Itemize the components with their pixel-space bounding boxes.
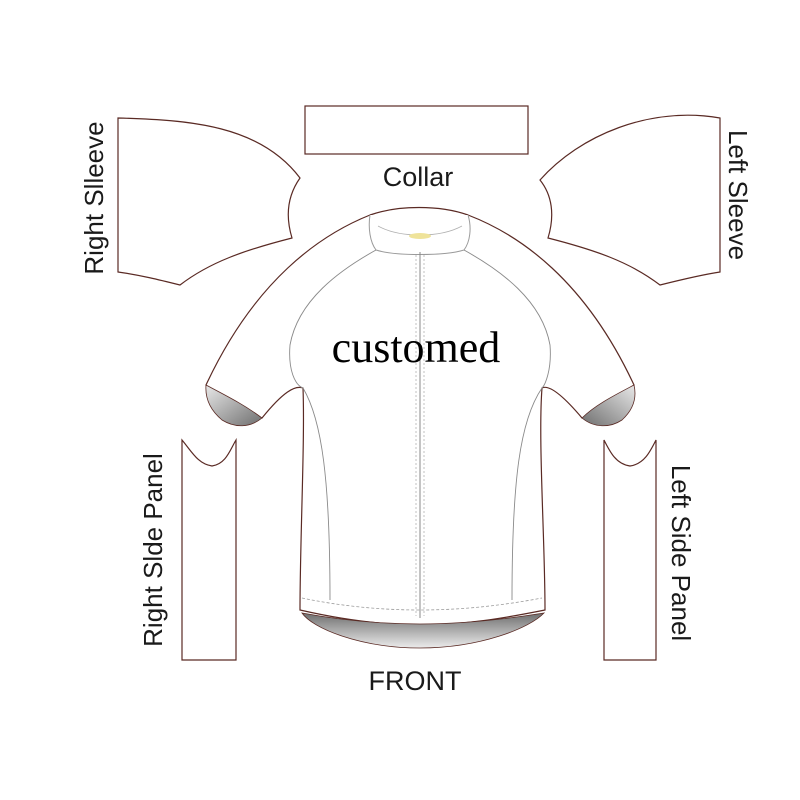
cuff-shadow-left — [205, 384, 263, 427]
cuff-shadow-right — [581, 384, 636, 427]
raglan-seam-right — [463, 249, 551, 389]
right-side-panel-piece — [181, 437, 237, 661]
raglan-seam-left — [289, 249, 377, 389]
label-right-side-panel: Right Slde Panel — [138, 453, 168, 647]
label-front: FRONT — [369, 666, 462, 696]
collar-piece — [304, 105, 529, 155]
label-left-sleeve: Left Sleeve — [723, 130, 753, 260]
custom-text: customed — [332, 323, 501, 372]
zipper-pull — [409, 233, 431, 239]
right-sleeve-piece — [117, 117, 301, 286]
hem-shadow — [301, 612, 546, 649]
left-side-panel-piece — [603, 439, 657, 661]
left-sleeve-piece — [539, 114, 721, 286]
hem-stitching — [301, 597, 543, 611]
label-right-sleeve: Right Slleeve — [79, 121, 109, 274]
jersey-front — [205, 206, 636, 649]
label-left-side-panel: Left Side Panel — [666, 465, 696, 641]
label-collar: Collar — [383, 162, 454, 192]
side-seam-right — [511, 387, 543, 601]
side-seam-left — [302, 387, 331, 601]
